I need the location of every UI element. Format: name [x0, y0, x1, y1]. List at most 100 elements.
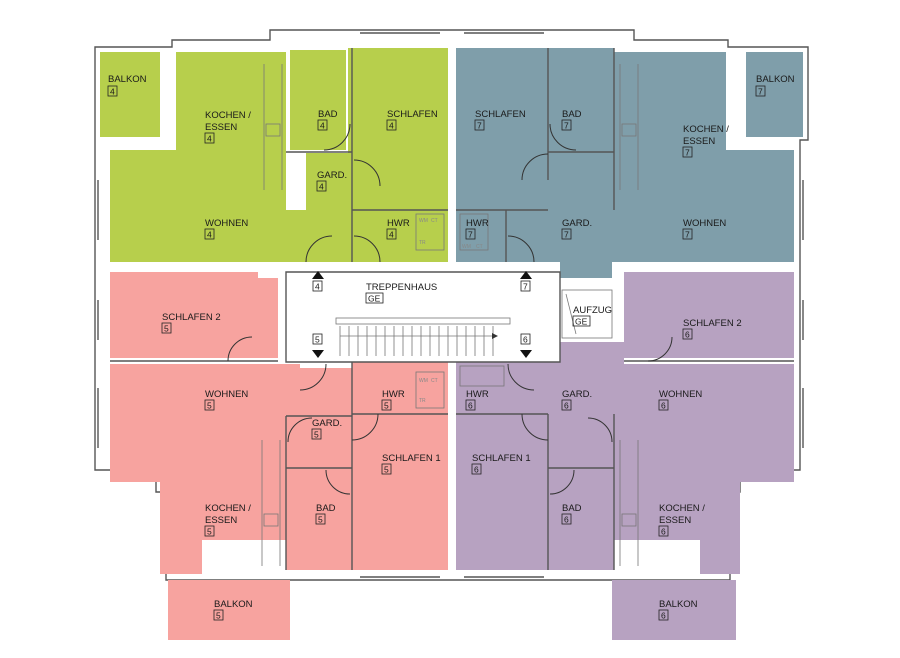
u4-balkon-numbox [107, 85, 118, 97]
u5-schlafen2-num: 5 [164, 324, 169, 334]
u6-gard-label: GARD. [562, 389, 592, 400]
u7-balkon-numbox [755, 85, 766, 97]
u6-kochen-num: 6 [661, 527, 666, 537]
u5-hwr-appliances [415, 371, 445, 409]
stair-arrow-head [492, 333, 498, 339]
u7-gard-numbox [561, 228, 572, 240]
u7-hwr-numbox [465, 228, 476, 240]
unit-6 [456, 272, 794, 640]
u7-schlafen-num: 7 [477, 121, 482, 131]
u7-wohnen-num: 7 [685, 230, 690, 240]
u5-bad-door [325, 469, 351, 495]
u7-wohnen-label: WOHNEN [683, 218, 726, 229]
u7-balkon-label: BALKON [756, 74, 795, 85]
u7-stove [621, 123, 637, 137]
stair-marker-4: 4 [315, 282, 320, 292]
u4-hwr-num: 4 [389, 230, 394, 240]
u4-bedroom-door [353, 159, 381, 187]
u6-schlafen2-door [647, 336, 673, 362]
unit-7 [456, 48, 803, 278]
u5-wohnen-numbox [204, 399, 215, 411]
u4-schlafen-numbox [386, 119, 397, 131]
stair-marker-5: 5 [315, 335, 320, 345]
u6-gard-num: 6 [564, 401, 569, 411]
u4-hwr-label: HWR [387, 218, 410, 229]
u6-hwr-num: 6 [468, 401, 473, 411]
u4-gard-num: 4 [319, 182, 324, 192]
u7-kochen-label-2: ESSEN [683, 136, 715, 147]
u7-hwr-label: HWR [466, 218, 489, 229]
u5-balkon-label: BALKON [214, 599, 253, 610]
u6-kochen-numbox [658, 525, 669, 537]
stair-marker-6-arrow [520, 350, 532, 358]
u7-hwr-appliances [459, 213, 489, 251]
u7-bad-num: 7 [564, 121, 569, 131]
u4-hwr-numbox [386, 228, 397, 240]
u5-wohnen-num: 5 [207, 401, 212, 411]
u6-balkon-numbox [658, 609, 669, 621]
u5-gard-door [287, 417, 313, 443]
u4-stove [265, 123, 281, 137]
u5-bad-numbox [315, 513, 326, 525]
u5-balkon-num: 5 [216, 611, 221, 621]
u4-kochen-num: 4 [207, 134, 212, 144]
u7-gard-label: GARD. [562, 218, 592, 229]
u4-gard-label: GARD. [317, 170, 347, 181]
u5-balkon-area [168, 580, 290, 640]
u4-balkon-label: BALKON [108, 74, 147, 85]
u4-bad-label: BAD [318, 109, 338, 120]
treppenhaus-num: GE [368, 294, 381, 304]
u6-bad-label: BAD [562, 503, 582, 514]
u6-schlafen1-door [521, 413, 549, 441]
u5-hwr-label: HWR [382, 389, 405, 400]
u6-wohnen-numbox [658, 399, 669, 411]
u4-gard-numbox [316, 180, 327, 192]
u7-kochen-label-1: KOCHEN / [683, 124, 729, 135]
stair-marker-7-arrow [520, 271, 532, 279]
u7-ct-mark: CT [476, 244, 483, 250]
u5-hwr-num: 5 [384, 401, 389, 411]
u4-ct-mark: CT [431, 218, 438, 224]
u4-kochen-numbox [204, 132, 215, 144]
u7-wm-mark: WM [462, 244, 471, 250]
stair-marker-5-arrow [312, 350, 324, 358]
u5-gard-num: 5 [314, 430, 319, 440]
u5-bad-num: 5 [318, 515, 323, 525]
u4-wohnen-num: 4 [207, 230, 212, 240]
u4-wm-mark: WM [419, 218, 428, 224]
aufzug-label: AUFZUG [573, 305, 612, 316]
u7-main-area [456, 48, 794, 278]
u4-balkon-area [100, 52, 160, 137]
u6-balkon-label: BALKON [659, 599, 698, 610]
u6-bad-numbox [561, 513, 572, 525]
u6-gard-door [587, 417, 613, 443]
stair-landing [335, 317, 511, 325]
treppenhaus-numbox [365, 292, 384, 304]
u7-bad-numbox [561, 119, 572, 131]
u7-balkon-num: 7 [758, 87, 763, 97]
u6-wohnen-label: WOHNEN [659, 389, 702, 400]
u4-wohnen-label: WOHNEN [205, 218, 248, 229]
aufzug-cross [565, 293, 577, 335]
u5-main-area [110, 362, 448, 574]
u5-hwr-numbox [381, 399, 392, 411]
u6-schlafen2-num: 6 [685, 330, 690, 340]
u4-kochen-label-1: KOCHEN / [205, 110, 251, 121]
u6-kochen-label-2: ESSEN [659, 515, 691, 526]
treppenhaus-label: TREPPENHAUS [366, 282, 437, 293]
u5-ct-mark: CT [431, 378, 438, 384]
u7-gard-num: 7 [564, 230, 569, 240]
aufzug-shaft [561, 289, 613, 339]
u4-kochen-label-2: ESSEN [205, 122, 237, 133]
u6-main-area [456, 342, 794, 574]
u4-schlafen-label: SCHLAFEN [387, 109, 438, 120]
u6-kochen-label-1: KOCHEN / [659, 503, 705, 514]
u6-schlafen2-label: SCHLAFEN 2 [683, 318, 742, 329]
labels: BALKON 4 KOCHEN / ESSEN 4 BAD 4 SCHLAFEN… [107, 74, 795, 621]
u7-hwr-num: 7 [468, 230, 473, 240]
u6-top-area [624, 272, 794, 358]
u5-schlafen2-label: SCHLAFEN 2 [162, 312, 221, 323]
u4-bad-fill [290, 50, 346, 150]
stair-core [285, 271, 613, 363]
